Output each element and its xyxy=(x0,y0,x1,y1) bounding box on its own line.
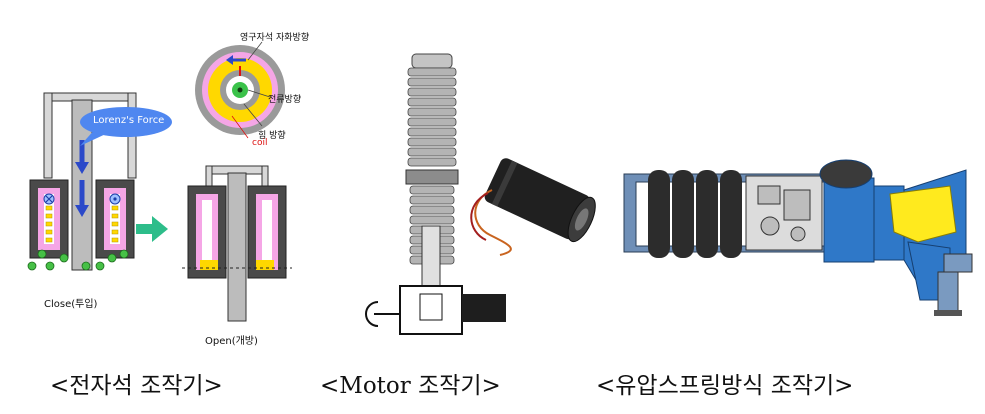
coil-cross-section xyxy=(195,41,285,139)
coil-label: coil xyxy=(252,138,268,148)
motor-icon xyxy=(470,158,596,256)
transition-arrow-icon xyxy=(136,216,168,242)
force-callout-label: Lorenz's Force xyxy=(93,115,165,126)
close-assembly xyxy=(27,92,137,271)
open-label: Open(개방) xyxy=(205,336,258,347)
current-direction-label: 전류방향 xyxy=(268,95,302,105)
caption-motor: <Motor 조작기> xyxy=(320,373,501,399)
bellows xyxy=(648,170,742,258)
bushing xyxy=(405,53,459,287)
motor-actuator-diagram xyxy=(365,53,596,335)
electromagnetic-actuator-diagram xyxy=(27,41,292,322)
magnet-direction-label: 영구자석 자화방향 xyxy=(240,33,310,43)
fluid-chamber xyxy=(889,185,957,243)
caption-hydraulic: <유압스프링방식 조작기> xyxy=(596,373,854,399)
force-callout xyxy=(80,107,172,137)
force-direction-label: 힘 방향 xyxy=(258,131,286,141)
hydraulic-spring-actuator-diagram xyxy=(623,159,973,316)
caption-electromagnetic: <전자석 조작기> xyxy=(50,373,223,399)
mechanism-base xyxy=(365,285,506,335)
open-assembly xyxy=(182,165,292,322)
close-label: Close(투입) xyxy=(44,299,98,310)
